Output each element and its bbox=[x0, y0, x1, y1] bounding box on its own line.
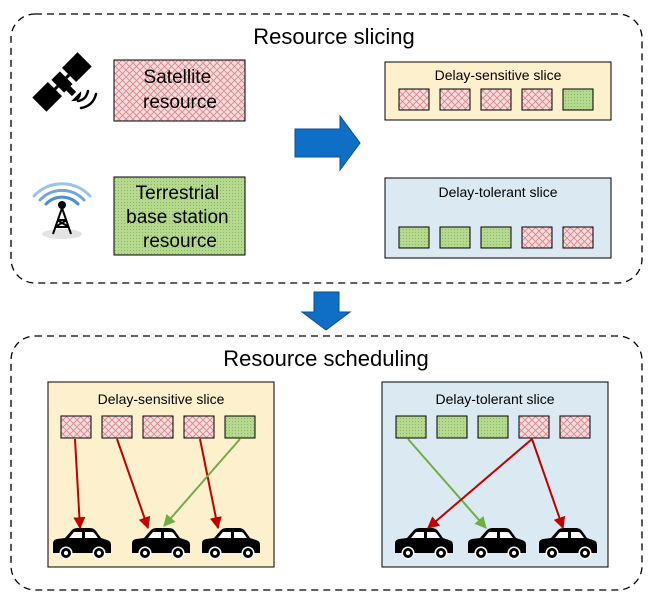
terrestrial-resource-block bbox=[436, 415, 468, 439]
schedule-link-green bbox=[163, 438, 241, 527]
satellite-signal-icon bbox=[76, 89, 98, 110]
slicing-arrow-icon bbox=[294, 114, 361, 172]
schedule-link-green bbox=[407, 438, 487, 529]
terrestrial-resource-line-1: Terrestrial bbox=[136, 183, 219, 204]
satellite-resource-block bbox=[183, 415, 215, 439]
satellite-resource-box bbox=[113, 59, 246, 122]
satellite-resource-block bbox=[142, 415, 174, 439]
resource-slicing-panel bbox=[10, 13, 643, 284]
satellite-resource-block bbox=[559, 415, 591, 439]
bottom-sensitive-blocks bbox=[60, 415, 256, 439]
terrestrial-resource-block bbox=[439, 226, 471, 249]
satellite-resource-block bbox=[101, 415, 133, 439]
satellite-resource-block bbox=[60, 415, 92, 439]
terrestrial-resource-box bbox=[113, 176, 246, 256]
scheduling-arrow-icon bbox=[300, 291, 352, 331]
satellite-resource-block bbox=[562, 226, 594, 249]
satellite-resource-block bbox=[518, 415, 550, 439]
terrestrial-resource-line-2: base station bbox=[126, 207, 228, 228]
resource-scheduling-panel bbox=[10, 335, 643, 591]
satellite-resource-line-2: resource bbox=[143, 92, 217, 113]
schedule-link-red bbox=[73, 438, 86, 530]
terrestrial-resource-line-3: resource bbox=[143, 231, 217, 252]
schedule-link-red bbox=[427, 438, 533, 529]
terrestrial-resource-block bbox=[480, 226, 512, 249]
terrestrial-resource-label: Terrestrial base station resource bbox=[126, 183, 234, 252]
bottom-delay-tolerant-label: Delay-tolerant slice bbox=[435, 391, 554, 407]
satellite-resource-block bbox=[398, 88, 430, 111]
resource-scheduling-title: Resource scheduling bbox=[223, 346, 428, 371]
bottom-tolerant-blocks bbox=[395, 415, 591, 439]
satellite-resource-block bbox=[480, 88, 512, 111]
terrestrial-resource-block bbox=[477, 415, 509, 439]
top-tolerant-blocks bbox=[398, 226, 594, 249]
satellite-icon bbox=[32, 52, 92, 112]
bottom-delay-sensitive-label: Delay-sensitive slice bbox=[98, 391, 225, 407]
schedule-link-red bbox=[199, 438, 222, 530]
terrestrial-resource-block bbox=[562, 88, 594, 111]
top-delay-sensitive-label: Delay-sensitive slice bbox=[435, 67, 562, 83]
terrestrial-resource-block bbox=[398, 226, 430, 249]
satellite-resource-block bbox=[521, 226, 553, 249]
satellite-resource-label: Satellite resource bbox=[143, 67, 217, 113]
satellite-resource-line-1: Satellite bbox=[144, 67, 212, 88]
satellite-resource-block bbox=[439, 88, 471, 111]
top-sensitive-blocks bbox=[398, 88, 594, 111]
satellite-resource-block bbox=[521, 88, 553, 111]
terrestrial-resource-block bbox=[395, 415, 427, 439]
schedule-link-red bbox=[116, 438, 151, 530]
terrestrial-resource-block bbox=[224, 415, 256, 439]
schedule-link-red bbox=[531, 438, 566, 530]
resource-slicing-title: Resource slicing bbox=[253, 24, 414, 49]
cell-tower-icon bbox=[32, 182, 92, 239]
top-delay-tolerant-label: Delay-tolerant slice bbox=[438, 184, 557, 200]
